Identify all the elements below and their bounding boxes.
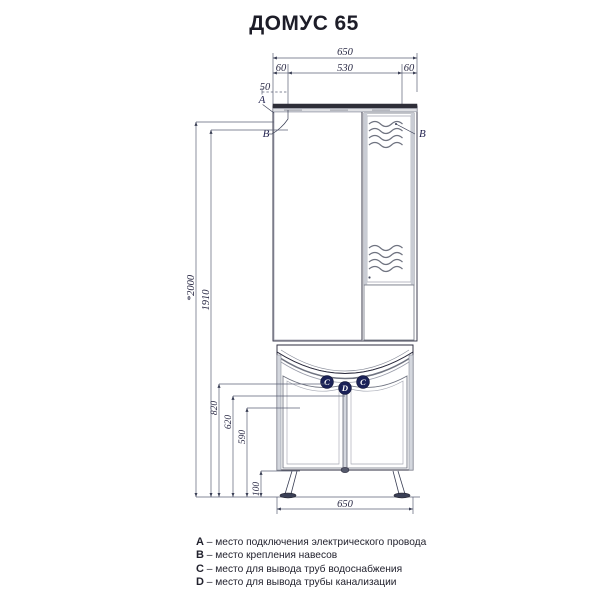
legend-key-b: B (196, 549, 204, 562)
canopy-light-bar (272, 103, 418, 109)
vanity-rail-right (408, 354, 414, 471)
marker-a-label: A (258, 94, 266, 106)
dim-label-50: 50 (260, 82, 271, 93)
marker-c-left-label: C (324, 377, 330, 387)
legend-row-d: D – место для вывода трубы канализации (196, 576, 526, 589)
dim-label-60-left: 60 (276, 63, 287, 74)
legend-key-a: A (196, 536, 204, 548)
foot-pad-right (393, 492, 411, 499)
vanity-top-rail (279, 357, 411, 380)
page-title: ДОМУС 65 (249, 12, 359, 35)
legend-key-d: D (196, 576, 204, 589)
legend-text-b: – место крепления навесов (206, 550, 338, 562)
bottom-dimension-group (276, 497, 414, 514)
dim-label-650: 650 (337, 47, 354, 58)
vanity-center-stile (342, 381, 348, 471)
vanity-legs (284, 470, 406, 495)
vanity-rail-left (276, 354, 282, 471)
leg-left-outer (284, 470, 293, 495)
legend-text-c: – место для вывода труб водоснабжения (206, 563, 403, 575)
dim-label-1910: 1910 (201, 289, 212, 311)
height-dimension-group (194, 121, 420, 498)
legend-row-a: A – место подключения электрического про… (196, 536, 526, 549)
right-lower-panel (363, 284, 415, 341)
marker-c-right-label: C (360, 377, 366, 387)
dim-label-530: 530 (337, 63, 354, 74)
dim-label-620: 620 (224, 415, 234, 430)
leg-left-inner (290, 470, 298, 495)
wave-decor-top (368, 120, 403, 149)
door-handle-dot (368, 276, 371, 279)
right-door-rail-left (364, 113, 368, 285)
legend: A – место подключения электрического про… (196, 536, 526, 590)
dim-label-60-right: 60 (404, 63, 415, 74)
lower-dimension-group (217, 383, 345, 497)
vanity-handle (340, 467, 350, 473)
dim-label-590: 590 (238, 430, 248, 445)
plumbing-markers: C D C (320, 375, 370, 395)
vanity-door-right-inner (350, 380, 404, 465)
dim-label-820: 820 (210, 401, 220, 416)
wave-decor-bottom (368, 244, 403, 273)
marker-b-right-group (394, 122, 416, 135)
right-door-inner (366, 115, 412, 283)
marker-c-left-circle (320, 375, 334, 389)
marker-b-right-leader (394, 122, 416, 135)
marker-c-right-circle (356, 375, 370, 389)
leg-right-outer (397, 470, 406, 495)
dim-label-2000: *2000 (186, 274, 197, 301)
upper-cabinet (272, 103, 418, 342)
marker-b-left-leader (271, 110, 289, 135)
marker-b-left-label: B (263, 128, 270, 140)
lower-vanity-unit (276, 344, 414, 499)
marker-d-label: D (341, 383, 348, 393)
marker-d-circle (338, 381, 352, 395)
mirror-panel (273, 111, 363, 341)
legend-row-b: B – место крепления навесов (196, 549, 526, 562)
dim-label-100: 100 (252, 482, 262, 497)
basin-inner-curve (280, 349, 410, 372)
legend-text-d: – место для вывода трубы канализации (206, 577, 397, 589)
leg-right-inner (392, 470, 400, 495)
marker-b-right-label: B (419, 128, 426, 140)
marker-b-left-group (268, 110, 289, 135)
dim-label-bottom-650: 650 (337, 499, 354, 510)
marker-a-group (256, 94, 275, 114)
legend-key-c: C (196, 562, 204, 575)
vanity-door-left-inner (286, 380, 340, 465)
marker-a-leader (261, 103, 275, 114)
legend-text-a: – место подключения электрического прово… (206, 537, 427, 548)
legend-row-c: C – место для вывода труб водоснабжения (196, 563, 526, 576)
foot-pad-left (279, 492, 297, 499)
right-door-rail-right (410, 113, 414, 285)
upper-right-door (363, 112, 415, 341)
